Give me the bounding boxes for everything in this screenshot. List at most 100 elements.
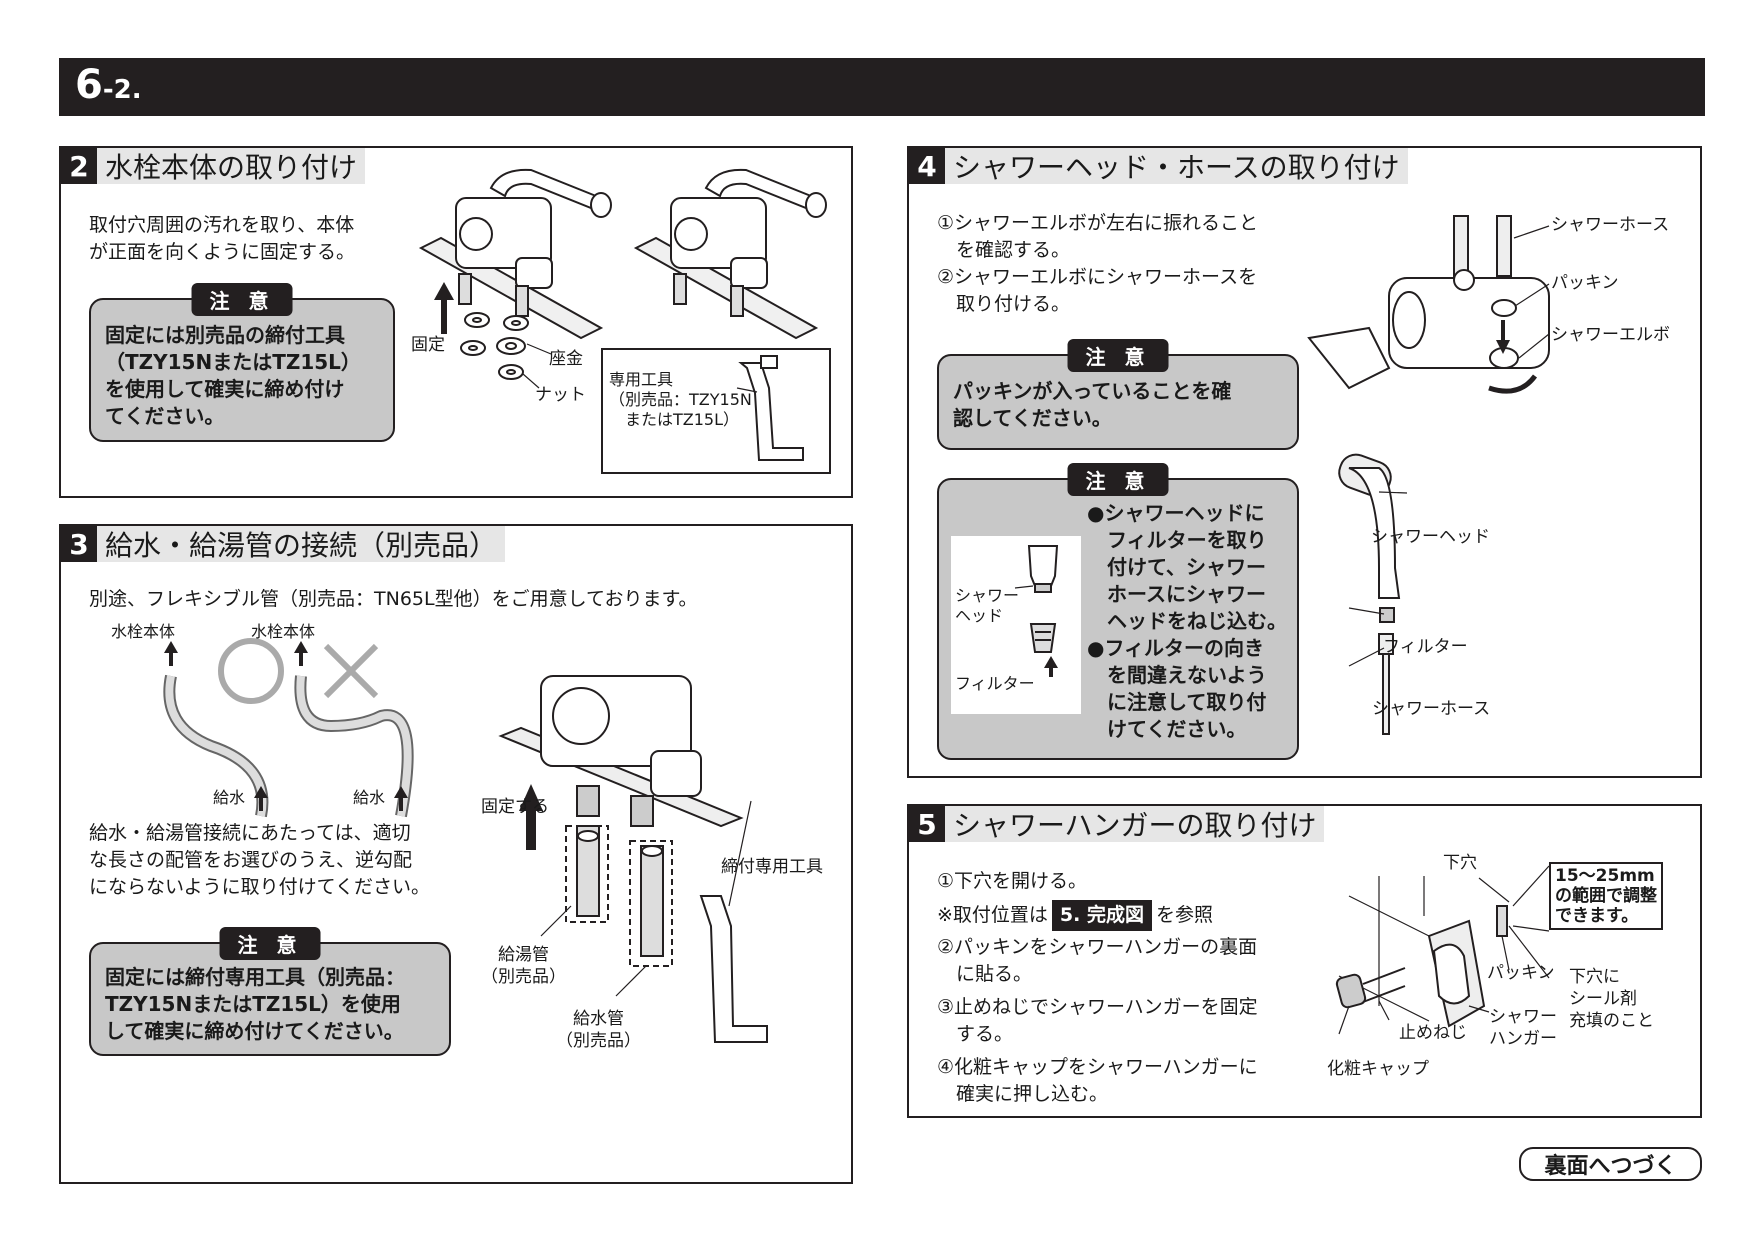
label-shower-hanger: シャワー ハンガー [1489,1006,1557,1050]
text-line: （別売品：TZY15N [609,390,752,409]
section-5-step1: ①下穴を開ける。 [937,870,1088,892]
text-line: ①シャワーエルボが左右に振れること [937,212,1259,234]
section-2-caution: 注 意 固定には別売品の締付工具 （TZY15NまたはTZ15L） を使用して確… [89,283,395,442]
text-line: 取り付ける。 [937,293,1071,315]
text-line: （別売品） [556,1031,641,1051]
text-line: 確実に押し込む。 [937,1083,1109,1105]
text-line: 固定には別売品の締付工具 [105,323,345,347]
section-3-title: 給水・給湯管の接続（別売品） [105,529,498,562]
caution-text: ●シャワーヘッドに フィルターを取り 付けて、シャワー ホースにシャワー ヘッド… [1087,500,1287,743]
text-line: を間違えないよう [1087,663,1267,687]
text-line: 給水管 [573,1009,624,1029]
label-nut: ナット [535,385,586,405]
text-line: 固定には締付専用工具（別売品： [105,965,405,989]
section-4-heading: 4 シャワーヘッド・ホースの取り付け [909,148,1408,184]
text-line: を確認する。 [937,239,1071,261]
caution-badge: 注 意 [191,283,293,316]
text-line: ヘッドをねじ込む。 [1087,609,1287,633]
text-line: ホースにシャワー [1087,582,1266,606]
note-text: ※取付位置は [937,904,1048,926]
faucet-mount-illustration [418,168,831,474]
text-line: ④化粧キャップをシャワーハンガーに [937,1056,1258,1078]
label-supply: 給水 [213,788,246,807]
section-4-title: シャワーヘッド・ホースの取り付け [953,151,1400,184]
text-line: を使用して確実に締め付け [105,377,345,401]
text-line: フィルターを取り [1087,528,1267,552]
label-tightening-tool: 締付専用工具 [721,857,823,877]
label-fix: 固定 [411,335,445,355]
text-line: が正面を向くように固定する。 [89,241,356,263]
text-line: な長さの配管をお選びのうえ、逆勾配 [89,849,413,871]
caution-text: 固定には締付専用工具（別売品： TZY15NまたはTZ15L）を使用 して確実に… [105,964,405,1045]
text-line: の範囲で調整 [1555,886,1657,906]
text-line: シャワー [955,586,1020,605]
text-line: ●フィルターの向き [1087,636,1265,660]
text-line: 給湯管 [498,945,549,965]
text-line: けてください。 [1087,717,1247,741]
text-line: ハンガー [1489,1029,1557,1049]
text-line: ②シャワーエルボにシャワーホースを [937,266,1258,288]
section-5-number: 5 [909,806,945,842]
text-line: する。 [937,1023,1014,1045]
text-line: 充填のこと [1569,1011,1654,1031]
text-line: 専用工具 [609,370,674,389]
text-line: ③止めねじでシャワーハンガーを固定 [937,996,1258,1018]
section-4-steps: ①シャワーエルボが左右に振れること を確認する。 ②シャワーエルボにシャワーホー… [937,210,1258,318]
page-header-bar: 6-2. [59,58,1705,116]
label-faucet-body: 水栓本体 [251,622,316,641]
label-fix: 固定する [481,797,549,817]
text-line: （別売品） [481,967,566,987]
inset-label-filter: フィルター [955,674,1035,693]
text-line: 給水・給湯管接続にあたっては、適切 [89,822,411,844]
label-supply: 給水 [353,788,386,807]
text-line: シャワー [1489,1007,1557,1027]
filter-inset-illustration: シャワー ヘッド フィルター [951,536,1081,714]
section-3-instructions: 給水・給湯管接続にあたっては、適切 な長さの配管をお選びのうえ、逆勾配 にならな… [89,820,430,901]
text-line: ヘッド [955,606,1004,625]
text-line: パッキンが入っていることを確 [953,379,1232,403]
label-sealant: 下穴に シール剤 充填のこと [1569,966,1654,1032]
label-cosmetic-cap: 化粧キャップ [1327,1059,1429,1079]
label-shower-hose-2: シャワーホース [1372,699,1491,719]
section-2-number: 2 [61,148,97,184]
section-4-shower-head-hose: 4 シャワーヘッド・ホースの取り付け ①シャワーエルボが左右に振れること を確認… [907,146,1702,778]
section-number: 6-2. [75,62,142,108]
label-shower-elbow: シャワーエルボ [1551,325,1670,345]
text-line: ②パッキンをシャワーハンガーの裏面 [937,936,1258,958]
label-set-screw: 止めねじ [1399,1023,1467,1043]
label-filter: フィルター [1383,637,1468,657]
text-line: に貼る。 [937,963,1033,985]
label-shower-hose: シャワーホース [1551,215,1670,235]
section-3-caution: 注 意 固定には締付専用工具（別売品： TZY15NまたはTZ15L）を使用 し… [89,927,451,1056]
section-4-caution-filter: 注 意 ●シャワーヘッドに フィルターを取り 付けて、シャワー ホースにシャワー… [937,463,1299,760]
text-line: に注意して取り付 [1087,690,1267,714]
label-adjust-range: 15～25mm の範囲で調整 できます。 [1549,862,1663,930]
section-3-number: 3 [61,526,97,562]
caution-badge: 注 意 [219,927,321,960]
section-3-pipe-connection: 3 給水・給湯管の接続（別売品） 別途、フレキシブル管（別売品：TN65L型他）… [59,524,853,1184]
section-4-number: 4 [909,148,945,184]
text-line: ●シャワーヘッドに [1087,501,1265,525]
label-pilot-hole: 下穴 [1443,853,1477,873]
text-line: 下穴に [1569,967,1620,987]
section-3-heading: 3 給水・給湯管の接続（別売品） [61,526,506,562]
text-line: てください。 [105,404,225,428]
note-text: を参照 [1155,904,1213,926]
continued-on-back-label: 裏面へつづく [1519,1147,1702,1181]
section-3-intro: 別途、フレキシブル管（別売品：TN65L型他）をご用意しております。 [89,588,698,610]
reference-completion-diagram: 5. 完成図 [1051,900,1152,931]
text-line: シール剤 [1569,989,1637,1009]
section-2-heading: 2 水栓本体の取り付け [61,148,366,184]
caution-text: パッキンが入っていることを確 認してください。 [953,378,1231,432]
label-packing: パッキン [1551,273,1619,293]
text-line: 認してください。 [953,406,1112,430]
section-2-instructions: 取付穴周囲の汚れを取り、本体 が正面を向くように固定する。 [89,212,355,266]
label-shower-head: シャワーヘッド [1371,527,1490,547]
label-washer: 座金 [549,349,583,369]
caution-badge: 注 意 [1067,463,1169,496]
section-4-caution-packing: 注 意 パッキンが入っていることを確 認してください。 [937,339,1299,450]
label-hot-pipe: 給湯管 （別売品） [481,944,566,988]
section-5-title: シャワーハンガーの取り付け [953,809,1317,842]
